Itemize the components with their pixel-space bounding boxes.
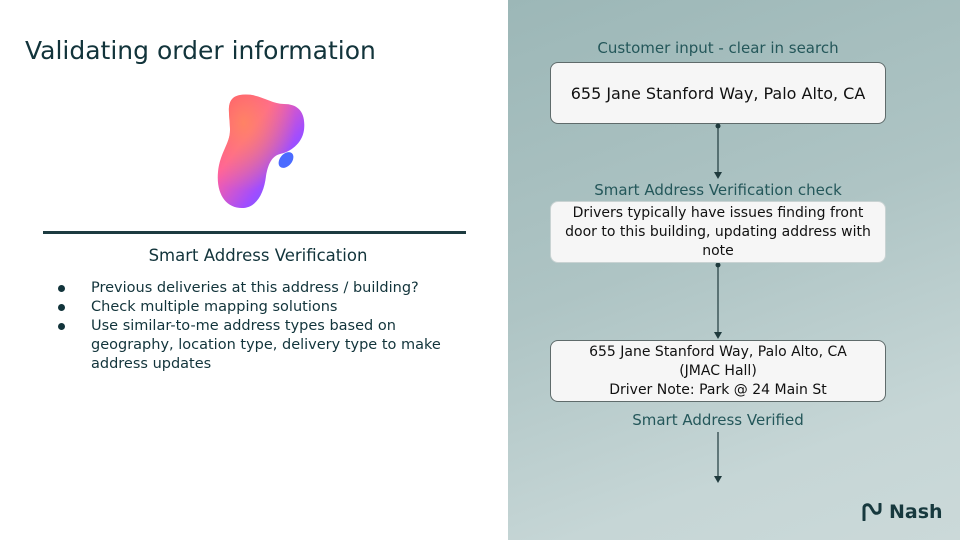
verified-label: Smart Address Verified: [632, 411, 804, 429]
gradient-blob-logo: [217, 94, 305, 208]
bullet-item: Previous deliveries at this address / bu…: [58, 279, 468, 298]
verification-check-box: Drivers typically have issues finding fr…: [550, 201, 886, 263]
section-title: Smart Address Verification: [148, 246, 368, 265]
connector-arrow-3: [714, 432, 722, 483]
bullet-dot: [58, 323, 65, 330]
nash-logo-icon: [862, 503, 882, 521]
bullet-text: Use similar-to-me address types based on…: [91, 318, 441, 372]
feature-bullet-list: Previous deliveries at this address / bu…: [58, 279, 468, 374]
connector-arrow-1: [714, 123, 722, 179]
customer-input-label: Customer input - clear in search: [597, 39, 839, 57]
verified-address-text: 655 Jane Stanford Way, Palo Alto, CA (JM…: [589, 343, 847, 398]
section-divider: [43, 231, 466, 234]
slide-title: Validating order information: [25, 36, 376, 65]
brand-logo: Nash: [862, 501, 943, 523]
bullet-item: Use similar-to-me address types based on…: [58, 317, 468, 374]
left-panel: [0, 0, 508, 540]
bullet-dot: [58, 285, 65, 292]
verification-check-label: Smart Address Verification check: [594, 181, 842, 199]
brand-name: Nash: [889, 501, 943, 523]
bullet-item: Check multiple mapping solutions: [58, 298, 468, 317]
bullet-text: Previous deliveries at this address / bu…: [91, 280, 419, 296]
connector-arrow-2: [714, 262, 722, 339]
verification-check-text: Drivers typically have issues finding fr…: [565, 204, 871, 259]
customer-input-text: 655 Jane Stanford Way, Palo Alto, CA: [570, 83, 866, 103]
verified-address-box: 655 Jane Stanford Way, Palo Alto, CA (JM…: [550, 340, 886, 402]
bullet-text: Check multiple mapping solutions: [91, 299, 338, 315]
bullet-dot: [58, 304, 65, 311]
